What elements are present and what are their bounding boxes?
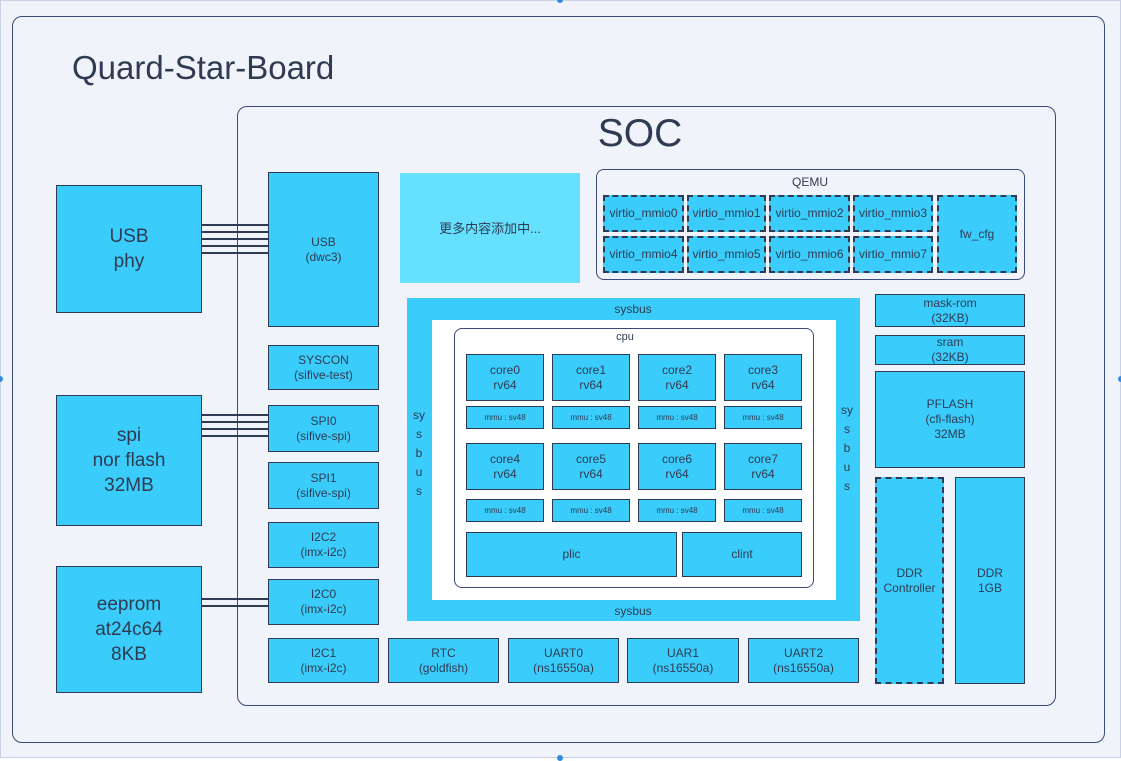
spi-link-line — [202, 435, 268, 437]
qemu-title: QEMU — [792, 175, 828, 189]
spi-link-line — [202, 414, 268, 416]
usb-link-line — [202, 245, 268, 247]
core6-block[interactable]: core6 rv64 — [638, 443, 716, 490]
i2c0-block[interactable]: I2C0 (imx-i2c) — [268, 579, 379, 625]
mmu6-block[interactable]: mmu : sv48 — [638, 499, 716, 522]
usb-phy-block[interactable]: USB phy — [56, 185, 202, 313]
usb-link-line — [202, 231, 268, 233]
cpu-frame — [454, 328, 814, 588]
ddr-memory-block[interactable]: DDR 1GB — [955, 477, 1025, 684]
uart2-block[interactable]: UART2 (ns16550a) — [748, 638, 859, 683]
soc-frame — [237, 106, 1056, 706]
spi-link-line — [202, 428, 268, 430]
mmu4-block[interactable]: mmu : sv48 — [466, 499, 544, 522]
usb-link-line — [202, 252, 268, 254]
virtio-mmio1-block[interactable]: virtio_mmio1 — [687, 195, 766, 232]
sysbus-label-top: sysbus — [614, 302, 652, 316]
selection-handle-left[interactable] — [0, 376, 3, 382]
core3-block[interactable]: core3 rv64 — [724, 354, 802, 401]
i2c1-block[interactable]: I2C1 (imx-i2c) — [268, 638, 379, 683]
usb-link-line — [202, 224, 268, 226]
core5-block[interactable]: core5 rv64 — [552, 443, 630, 490]
mask-rom-block[interactable]: mask-rom (32KB) — [875, 294, 1025, 327]
sysbus-label-bottom: sysbus — [614, 604, 652, 618]
spi1-block[interactable]: SPI1 (sifive-spi) — [268, 462, 379, 509]
soc-title: SOC — [597, 112, 683, 155]
pflash-block[interactable]: PFLASH (cfi-flash) 32MB — [875, 371, 1025, 468]
selection-handle-top[interactable] — [557, 0, 563, 3]
placeholder-block[interactable]: 更多内容添加中... — [400, 173, 580, 283]
virtio-mmio3-block[interactable]: virtio_mmio3 — [853, 195, 933, 232]
mmu1-block[interactable]: mmu : sv48 — [552, 406, 630, 429]
core0-block[interactable]: core0 rv64 — [466, 354, 544, 401]
mmu7-block[interactable]: mmu : sv48 — [724, 499, 802, 522]
clint-block[interactable]: clint — [682, 532, 802, 577]
mmu2-block[interactable]: mmu : sv48 — [638, 406, 716, 429]
usb-dwc3-block[interactable]: USB (dwc3) — [268, 172, 379, 327]
uart0-block[interactable]: UART0 (ns16550a) — [508, 638, 619, 683]
eeprom-block[interactable]: eeprom at24c64 8KB — [56, 566, 202, 693]
selection-handle-bottom[interactable] — [557, 755, 563, 761]
mmu3-block[interactable]: mmu : sv48 — [724, 406, 802, 429]
core7-block[interactable]: core7 rv64 — [724, 443, 802, 490]
core1-block[interactable]: core1 rv64 — [552, 354, 630, 401]
i2c2-block[interactable]: I2C2 (imx-i2c) — [268, 522, 379, 568]
virtio-mmio2-block[interactable]: virtio_mmio2 — [769, 195, 850, 232]
mmu5-block[interactable]: mmu : sv48 — [552, 499, 630, 522]
virtio-mmio0-block[interactable]: virtio_mmio0 — [603, 195, 684, 232]
ddr-controller-block[interactable]: DDR Controller — [875, 477, 944, 684]
spi-nor-flash-block[interactable]: spi nor flash 32MB — [56, 395, 202, 526]
virtio-mmio7-block[interactable]: virtio_mmio7 — [853, 236, 933, 273]
spi0-block[interactable]: SPI0 (sifive-spi) — [268, 405, 379, 452]
cpu-title: cpu — [616, 331, 634, 343]
selection-handle-right[interactable] — [1118, 376, 1121, 382]
virtio-mmio5-block[interactable]: virtio_mmio5 — [687, 236, 766, 273]
usb-link-line — [202, 238, 268, 240]
spi-link-line — [202, 421, 268, 423]
i2c-link-line — [202, 598, 268, 600]
rtc-block[interactable]: RTC (goldfish) — [388, 638, 499, 683]
uart1-block[interactable]: UAR1 (ns16550a) — [627, 638, 739, 683]
sysbus-label-right: sysbus — [841, 403, 853, 493]
syscon-block[interactable]: SYSCON (sifive-test) — [268, 345, 379, 390]
sram-block[interactable]: sram (32KB) — [875, 335, 1025, 365]
plic-block[interactable]: plic — [466, 532, 677, 577]
qemu-frame — [596, 169, 1025, 280]
virtio-mmio4-block[interactable]: virtio_mmio4 — [603, 236, 684, 273]
fw-cfg-block[interactable]: fw_cfg — [937, 195, 1017, 273]
i2c-link-line — [202, 605, 268, 607]
sysbus-label-left: sysbus — [413, 408, 425, 498]
board-frame — [12, 16, 1105, 743]
virtio-mmio6-block[interactable]: virtio_mmio6 — [769, 236, 850, 273]
core2-block[interactable]: core2 rv64 — [638, 354, 716, 401]
mmu0-block[interactable]: mmu : sv48 — [466, 406, 544, 429]
board-title: Quard-Star-Board — [72, 49, 335, 86]
core4-block[interactable]: core4 rv64 — [466, 443, 544, 490]
